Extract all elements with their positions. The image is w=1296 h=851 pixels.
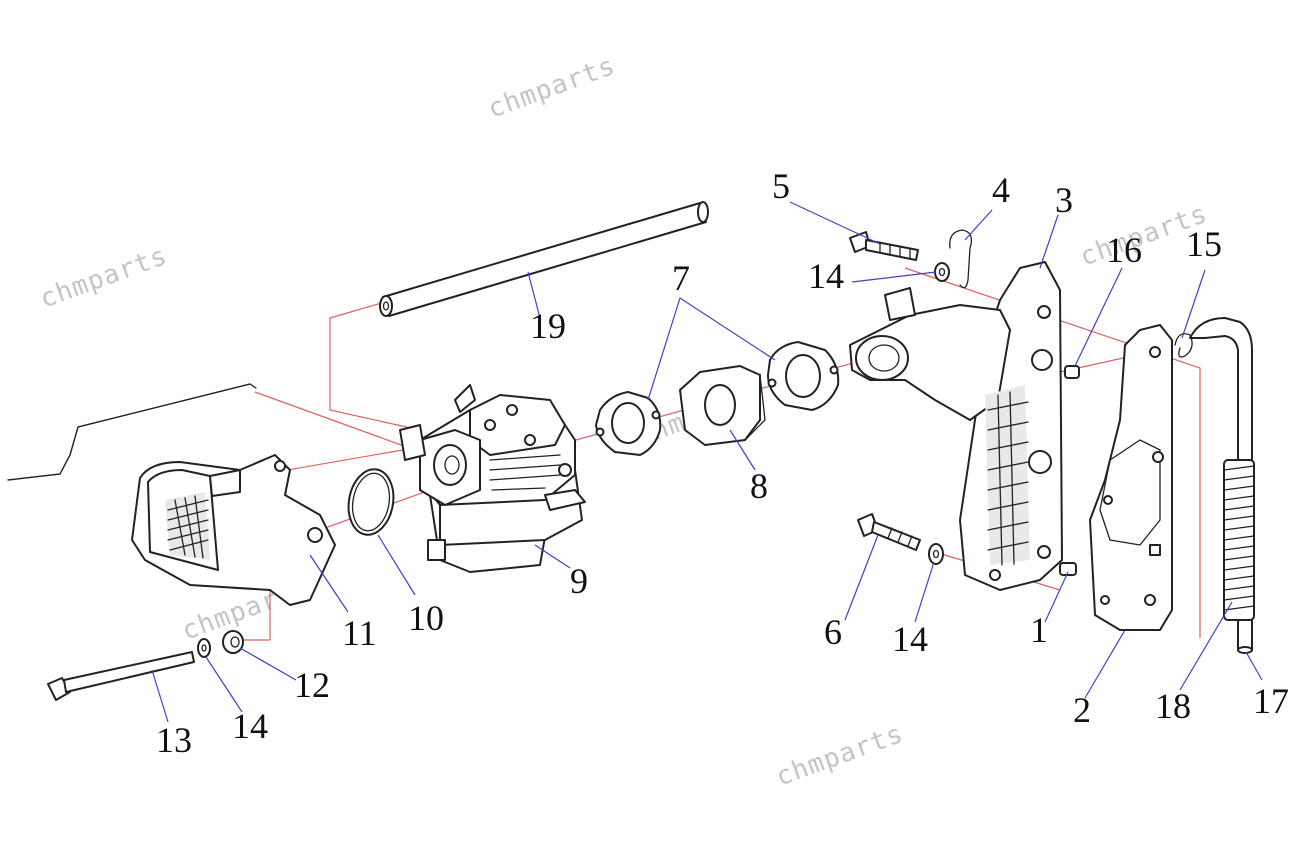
- part-15-hose-clip: [1174, 333, 1193, 358]
- part-7-gasket: [767, 341, 840, 411]
- callout-5: 5: [772, 166, 790, 206]
- throttle-rod: [7, 383, 257, 481]
- callout-17: 17: [1253, 681, 1289, 721]
- callout-7: 7: [672, 258, 690, 298]
- part-13-long-bolt: [47, 651, 195, 701]
- part-8-insulator: [679, 365, 766, 446]
- callout-14: 14: [808, 256, 844, 296]
- callout-9: 9: [570, 561, 588, 601]
- part-4-clip: [949, 229, 973, 289]
- part-1-dowel-pin: [1059, 562, 1077, 576]
- callout-14: 14: [232, 706, 268, 746]
- part-6-bolt: [857, 513, 921, 551]
- part-14-washer: [197, 638, 211, 658]
- callout-11: 11: [342, 613, 377, 653]
- callout-16: 16: [1106, 230, 1142, 270]
- callout-13: 13: [156, 720, 192, 760]
- part-16-pin: [1064, 365, 1080, 379]
- callout-1: 1: [1030, 610, 1048, 650]
- part-7-gasket: [595, 391, 662, 456]
- part-10-o-ring: [347, 468, 395, 536]
- part-18-spring: [1223, 459, 1255, 621]
- part-2-gasket-plate: [1089, 324, 1173, 631]
- part-14-washer: [928, 543, 944, 565]
- leader-lines: [151, 201, 1263, 723]
- callout-3: 3: [1055, 180, 1073, 220]
- callout-2: 2: [1073, 690, 1091, 730]
- callout-15: 15: [1186, 224, 1222, 264]
- watermark: chmparts: [36, 241, 171, 315]
- part-19-fuel-hose: [379, 201, 709, 317]
- part-5-bolt: [849, 231, 919, 261]
- callout-19: 19: [530, 306, 566, 346]
- callout-18: 18: [1155, 686, 1191, 726]
- watermark: chmparts: [772, 719, 907, 793]
- callout-8: 8: [750, 466, 768, 506]
- part-9-carburetor: [399, 384, 586, 573]
- part-11-air-filter-housing: [131, 454, 336, 606]
- callout-6: 6: [824, 612, 842, 652]
- part-12-spacer: [222, 630, 244, 654]
- callout-14: 14: [892, 619, 928, 659]
- callout-10: 10: [408, 598, 444, 638]
- callout-labels: 1 2 3 4 5 6 7 8 9 10 11 12 13 14 14 14 1…: [156, 166, 1289, 760]
- watermark: chmparts: [484, 51, 619, 125]
- part-14-washer: [934, 262, 950, 282]
- callout-4: 4: [992, 170, 1010, 210]
- part-3-intake-manifold: [849, 261, 1063, 591]
- callout-12: 12: [294, 665, 330, 705]
